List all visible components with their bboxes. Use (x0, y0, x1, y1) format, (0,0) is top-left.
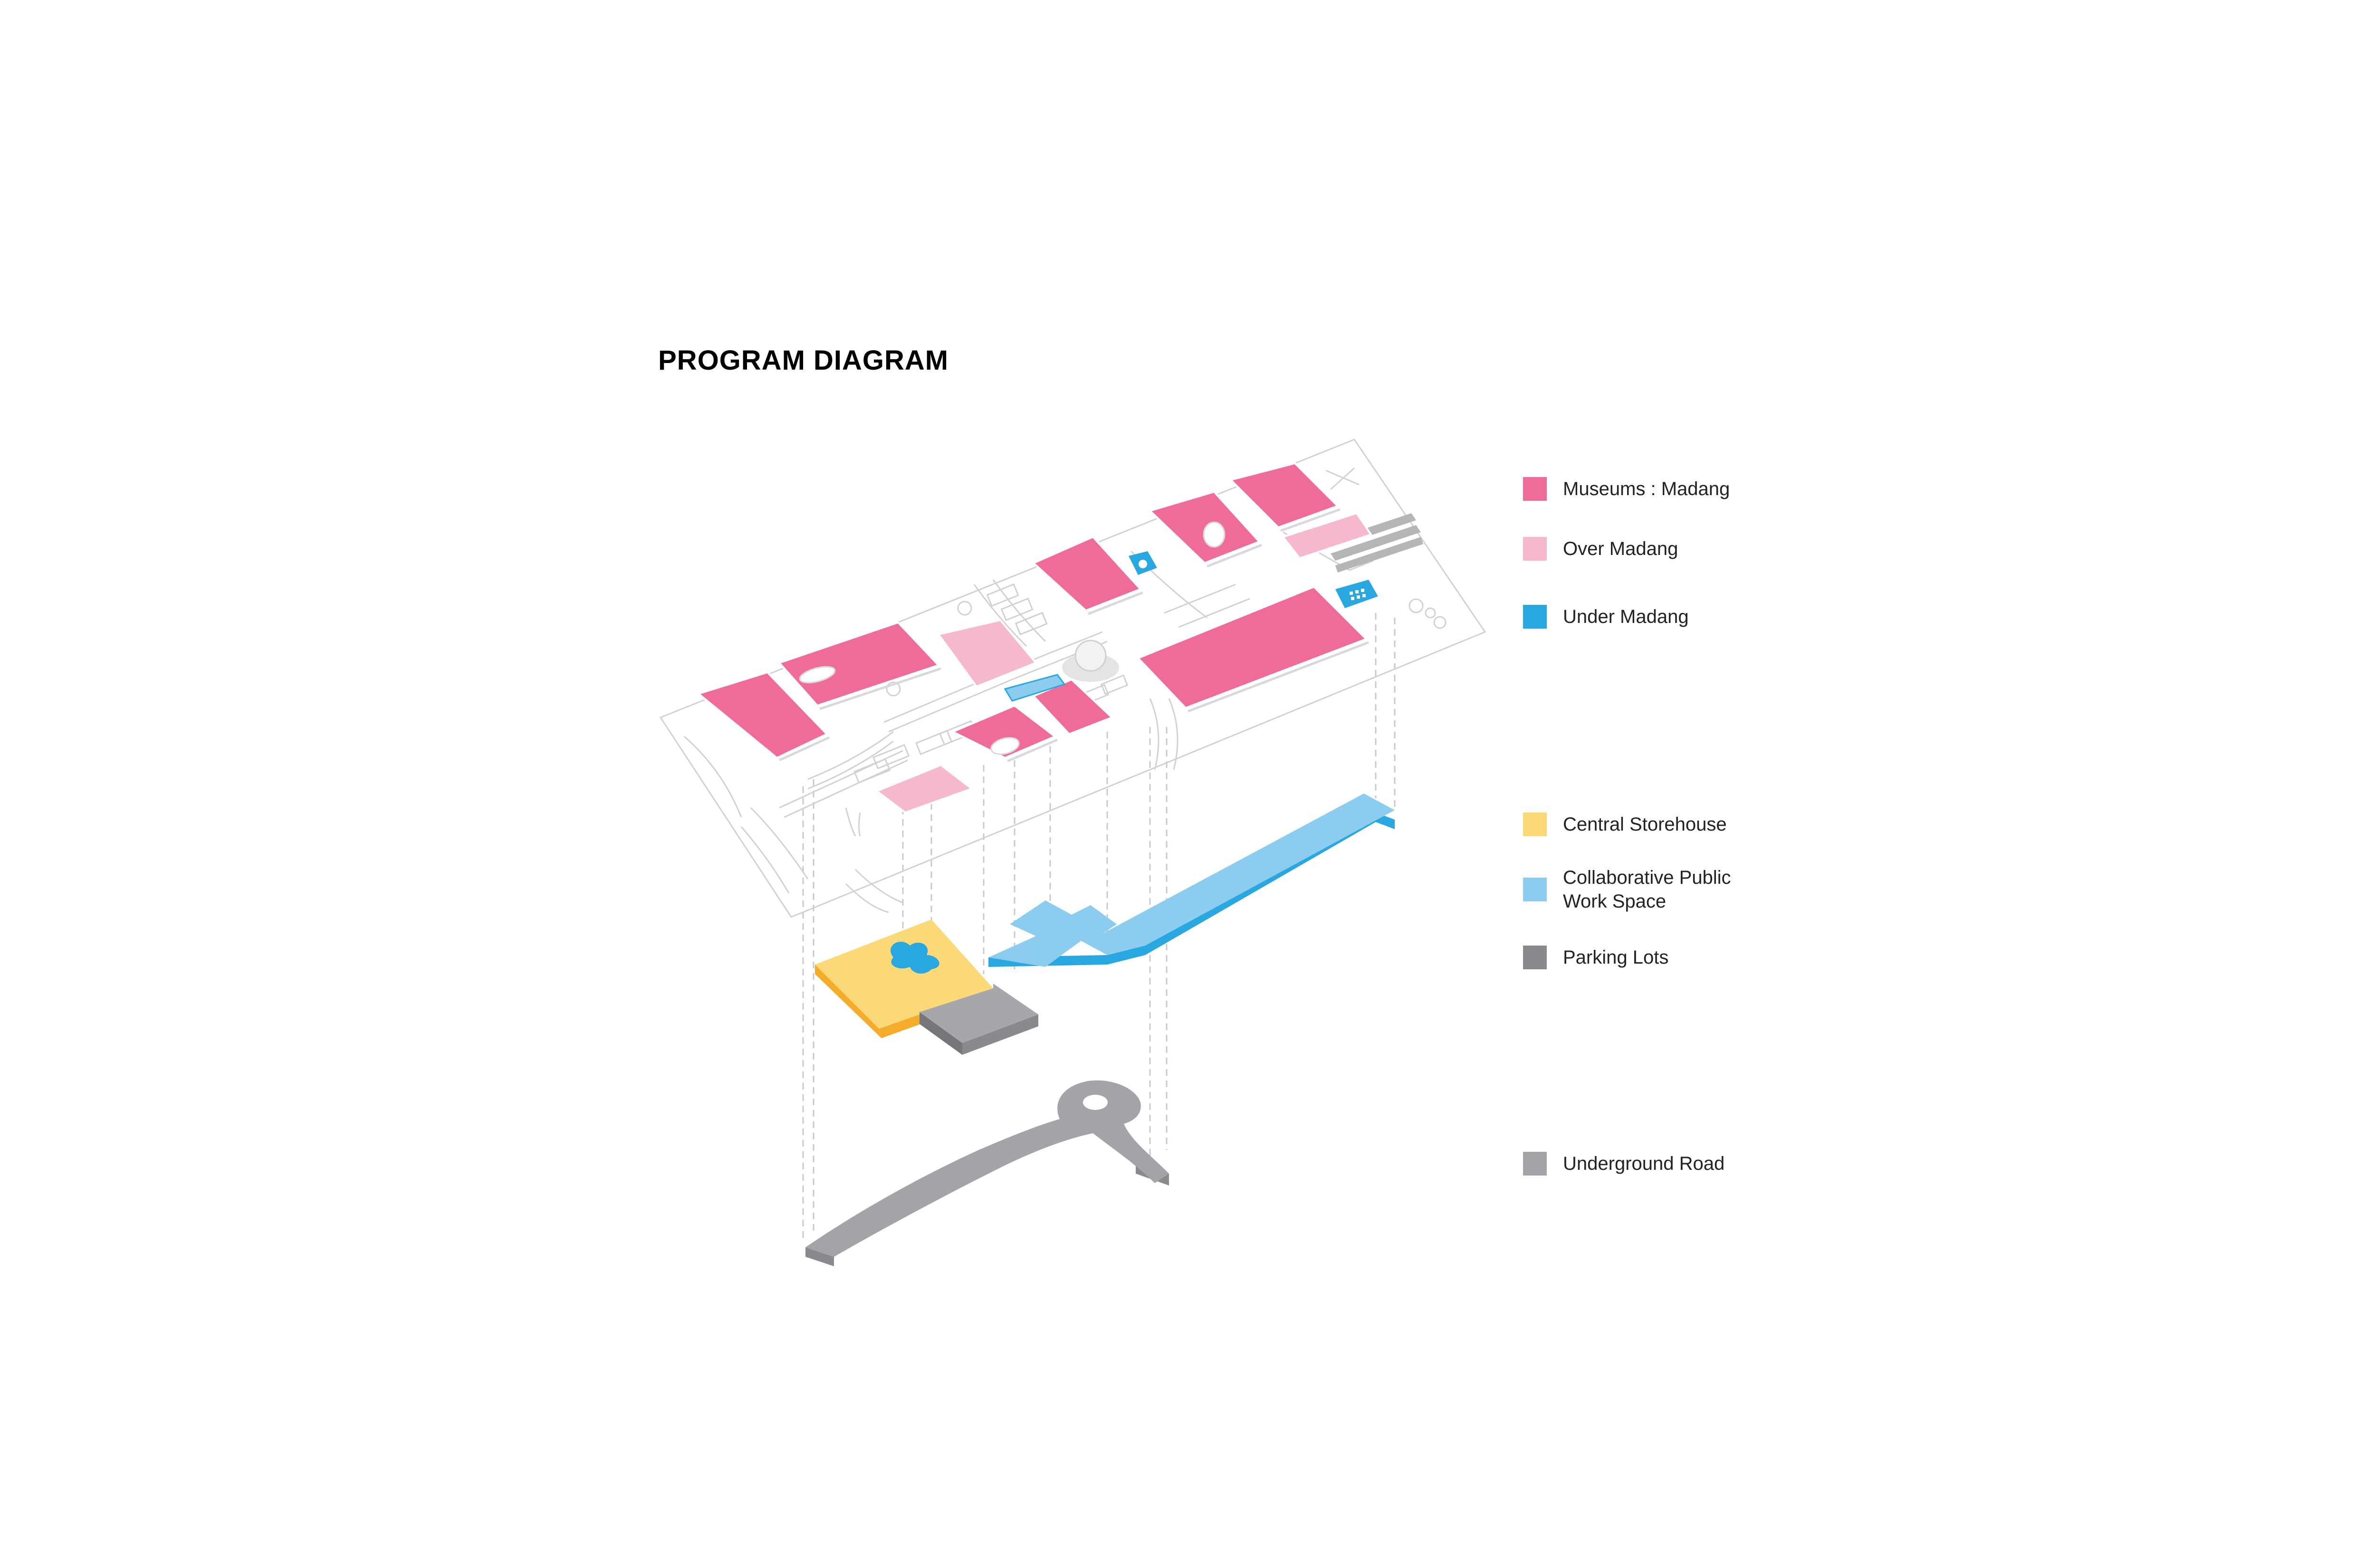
storehouse-pool (891, 941, 939, 974)
museum-8 (1136, 585, 1368, 709)
over-madang-1 (937, 619, 1038, 688)
collaborative-workspace (988, 794, 1395, 967)
under-madang-markers (1004, 551, 1378, 702)
legend-central-storehouse: Central Storehouse (1523, 813, 1727, 836)
legend-swatch-parking (1523, 946, 1547, 969)
museum-1 (696, 671, 829, 759)
underground-road (805, 1080, 1169, 1266)
legend-swatch-collaborative (1523, 878, 1547, 901)
parking-lots (920, 984, 1038, 1055)
museum-3 (950, 704, 1057, 759)
under-madang-2 (1335, 580, 1378, 608)
site-plan (659, 439, 1486, 918)
diagram-title: PROGRAM DIAGRAM (658, 345, 949, 376)
legend-label-parking: Parking Lots (1563, 947, 1669, 968)
central-dome (1062, 640, 1119, 682)
legend-label-central-storehouse: Central Storehouse (1563, 814, 1727, 835)
legend-swatch-under-madang (1523, 605, 1547, 629)
museum-7 (1229, 462, 1340, 529)
museums-buildings (696, 462, 1368, 759)
over-madang-3 (1281, 512, 1373, 560)
legend-over-madang: Over Madang (1523, 537, 1678, 561)
collaborative-cross-top (988, 794, 1395, 967)
legend-underground-road: Underground Road (1523, 1152, 1725, 1176)
underground-road-top (805, 1080, 1169, 1257)
legend-under-madang: Under Madang (1523, 605, 1689, 629)
over-madang-buildings (874, 512, 1373, 814)
over-madang-2 (874, 764, 974, 814)
site-outline (659, 439, 1486, 918)
legend-label-collaborative: Collaborative Public Work Space (1563, 867, 1731, 912)
legend-museums: Museums : Madang (1523, 477, 1730, 501)
legend-label-over-madang: Over Madang (1563, 538, 1678, 559)
museum-2 (777, 621, 940, 707)
under-madang-3 (1004, 674, 1066, 702)
projection-lines (802, 613, 1396, 1240)
legend-label-underground-road: Underground Road (1563, 1153, 1725, 1174)
legend-label-museums: Museums : Madang (1563, 478, 1730, 499)
legend-parking: Parking Lots (1523, 946, 1668, 969)
museum-6 (1148, 490, 1261, 564)
museum-5 (1032, 535, 1142, 612)
legend-swatch-museums (1523, 477, 1547, 501)
legend-collaborative: Collaborative Public Work Space (1523, 866, 1731, 913)
legend-label-under-madang: Under Madang (1563, 606, 1689, 627)
parking-top (920, 984, 1038, 1043)
storehouse-top (815, 919, 993, 1029)
legend-swatch-central-storehouse (1523, 813, 1547, 836)
legend-swatch-underground-road (1523, 1152, 1547, 1176)
legend-swatch-over-madang (1523, 537, 1547, 561)
